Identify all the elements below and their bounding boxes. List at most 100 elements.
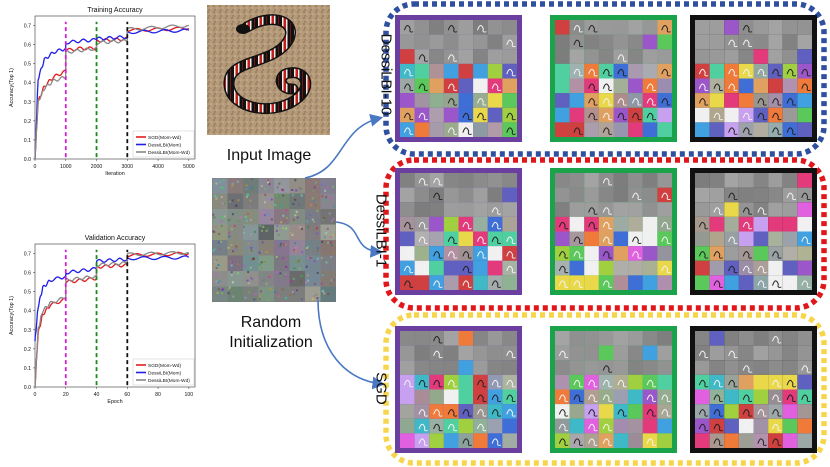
learned-filter-tile [738, 93, 754, 108]
filter-pattern-mark [418, 236, 428, 245]
random-filter-noise [247, 193, 250, 196]
learned-filter-tile [458, 275, 474, 290]
filter-pattern-mark [506, 251, 516, 259]
learned-filter-tile [569, 374, 585, 390]
random-filter-noise [291, 189, 294, 192]
random-filter-tile [258, 178, 274, 194]
learned-filter-tile [657, 345, 672, 361]
random-filter-noise [222, 202, 225, 205]
learned-filter-tile [555, 331, 570, 346]
learned-filter-tile [458, 122, 474, 137]
learned-filter-tile [458, 418, 474, 434]
learned-filter-tile [487, 93, 503, 108]
learned-filter-tile [487, 122, 503, 137]
learned-filter-tile [657, 389, 672, 405]
learned-filter-tile [487, 216, 503, 232]
random-filter-noise [329, 282, 332, 285]
learned-filter-tile [569, 122, 585, 137]
filter-pattern-mark [447, 236, 458, 245]
learned-filter-tile [429, 49, 444, 64]
random-filter-tile [305, 193, 321, 209]
random-filter-noise [315, 181, 318, 184]
learned-filter-tile [584, 202, 599, 217]
filter-pattern-mark [588, 423, 598, 432]
learned-filter-tile [768, 404, 783, 419]
filter-pattern-mark [418, 221, 428, 230]
learned-filter-tile [738, 122, 754, 137]
learned-filter-tile [628, 404, 643, 419]
random-initialization-label: Random Initialization [208, 313, 334, 353]
learned-filter-tile [753, 275, 769, 290]
learned-filter-tile [487, 260, 503, 276]
learned-filter-tile [598, 216, 614, 232]
filter-pattern-mark [646, 83, 657, 92]
random-filter-tile [212, 286, 228, 302]
random-filter-noise [298, 203, 301, 206]
learned-filter-tile [473, 418, 488, 434]
learned-filter-tile [598, 275, 614, 290]
random-filter-noise [270, 218, 273, 221]
x-tick-label: 3000 [122, 164, 134, 170]
random-filter-noise [231, 199, 234, 202]
learned-filter-tile [657, 20, 672, 35]
random-filter-noise [220, 186, 223, 189]
learned-filter-tile [628, 202, 643, 217]
learned-filter-tile [584, 122, 599, 137]
filter-pattern-mark [418, 112, 428, 121]
random-filter-noise [259, 290, 262, 293]
filter-pattern-mark [447, 83, 458, 92]
learned-filter-tile [400, 63, 415, 79]
learned-filter-tile [657, 331, 672, 346]
learned-filter-tile [768, 374, 783, 390]
random-filter-noise [277, 195, 280, 198]
random-filter-noise [220, 220, 223, 223]
filter-pattern-mark [786, 127, 797, 135]
learned-filter-tile [782, 216, 798, 232]
learned-filter-tile [569, 246, 585, 261]
random-filter-noise [216, 291, 219, 294]
learned-filter-tile [695, 202, 710, 217]
learned-filter-tile [598, 202, 614, 217]
learned-filter-tile [443, 173, 459, 188]
learned-filter-tile [598, 418, 614, 434]
learned-filter-tile [555, 374, 570, 390]
learned-filter-tile [473, 216, 488, 232]
y-tick-label: 0.7 [24, 252, 31, 258]
filter-pattern-mark [573, 24, 583, 33]
learned-filter-tile [584, 389, 599, 405]
filter-pattern-mark [558, 265, 569, 274]
filter-pattern-mark [418, 83, 428, 92]
learned-filter-tile [429, 63, 444, 79]
random-filter-tile [274, 178, 290, 194]
filter-pattern-mark [477, 394, 487, 403]
learned-filter-tile [613, 374, 629, 390]
learned-filter-tile [569, 404, 585, 419]
filter-pattern-mark [698, 83, 709, 92]
random-filter-noise [234, 236, 237, 239]
learned-filter-tile [753, 374, 769, 390]
random-filter-noise [289, 293, 292, 296]
learned-filter-tile [738, 34, 754, 50]
filter-pattern-mark [757, 112, 767, 121]
learned-filter-tile [657, 107, 672, 123]
random-filter-noise [285, 209, 288, 212]
learned-filter-tile [628, 275, 643, 290]
random-filter-noise [227, 292, 230, 295]
filter-pattern-mark [602, 207, 613, 215]
random-filter-tile [320, 178, 336, 194]
random-filter-noise [247, 291, 250, 294]
learned-filter-tile [400, 360, 415, 375]
learned-filter-tile [657, 231, 672, 247]
filter-pattern-mark [713, 438, 723, 446]
learned-filter-tile [400, 34, 415, 50]
learned-filter-tile [598, 173, 614, 188]
filter-pattern-mark [713, 207, 723, 215]
learned-filter-tile [429, 173, 444, 188]
learned-filter-tile [642, 122, 658, 137]
learned-filter-tile [502, 20, 517, 35]
learned-filter-tile [569, 433, 585, 448]
random-filter-noise [249, 199, 252, 202]
filter-pattern-mark [447, 127, 458, 135]
learned-filter-tile [584, 331, 599, 346]
learned-filter-tile [768, 20, 783, 35]
